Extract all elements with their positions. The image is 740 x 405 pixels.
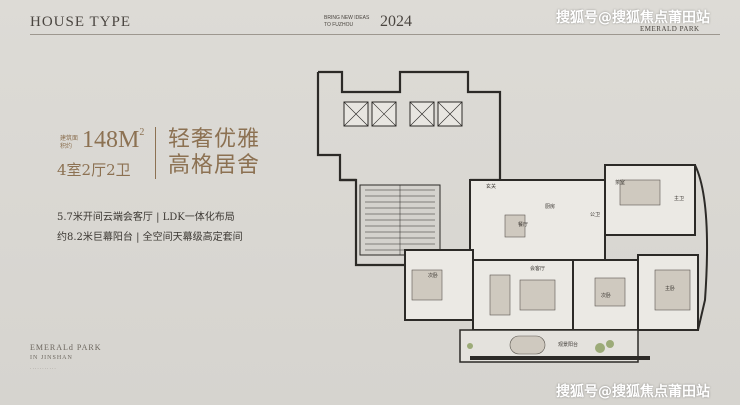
watermark-top: 搜狐号@搜狐焦点莆田站	[556, 10, 710, 26]
project-logo: EMERALd PARK	[30, 343, 102, 352]
curved-facade	[694, 164, 708, 331]
label-bath-public: 公卫	[590, 212, 600, 218]
elevator-crosses	[343, 101, 463, 127]
label-dining: 餐厅	[518, 221, 528, 228]
headline-divider	[155, 127, 156, 179]
project-logo-foot: · · · · · · · · · · ·	[30, 366, 56, 371]
label-bedroom-b: 次卧	[601, 292, 611, 299]
feature-line-2: 约8.2米巨幕阳台 | 全空间天幕级高定套间	[57, 232, 243, 243]
header-brand: EMERALD PARK	[640, 25, 700, 33]
label-bedroom-a: 次卧	[428, 272, 438, 279]
label-kitchen: 厨房	[545, 203, 555, 210]
label-bath-master: 主卫	[674, 195, 684, 202]
room-count: 4室2厅2卫	[57, 161, 131, 179]
area-value: 148M2	[82, 127, 144, 154]
headline: 轻奢优雅 高格居舍	[168, 127, 260, 179]
feature-line-1: 5.7米开间云端会客厅 | LDK一体化布局	[57, 212, 235, 223]
area-number: 148M	[82, 127, 140, 153]
balcony-rail	[470, 356, 650, 360]
headline-line-1: 轻奢优雅	[168, 127, 261, 152]
elevators	[343, 101, 463, 127]
page-title: HOUSE TYPE	[30, 14, 131, 30]
project-logo-sub: IN JINSHAN	[30, 355, 73, 361]
apartment-walls	[404, 164, 699, 331]
header-divider	[30, 34, 720, 35]
header-tagline: BRING NEW IDEAS TO FUZHOU	[324, 15, 370, 28]
watermark-bottom: 搜狐号@搜狐焦点莆田站	[556, 384, 710, 400]
area-label: 建筑面积约	[60, 135, 79, 150]
stair-treads	[365, 185, 435, 255]
headline-line-2: 高格居舍	[168, 153, 261, 178]
label-lounge: 会客厅	[530, 265, 545, 272]
area-unit-superscript: 2	[139, 127, 145, 138]
room-labels: 玄关 厨房 餐厅 会客厅 次卧 次卧 主卧 茶室 公卫 主卫 观景阳台	[428, 179, 684, 348]
header-year: 2024	[380, 13, 412, 30]
label-master: 主卧	[665, 285, 675, 292]
label-balcony: 观景阳台	[558, 341, 578, 348]
label-entry: 玄关	[486, 183, 496, 190]
label-tea: 茶室	[615, 179, 625, 186]
planters	[467, 340, 614, 353]
furniture	[411, 179, 691, 355]
